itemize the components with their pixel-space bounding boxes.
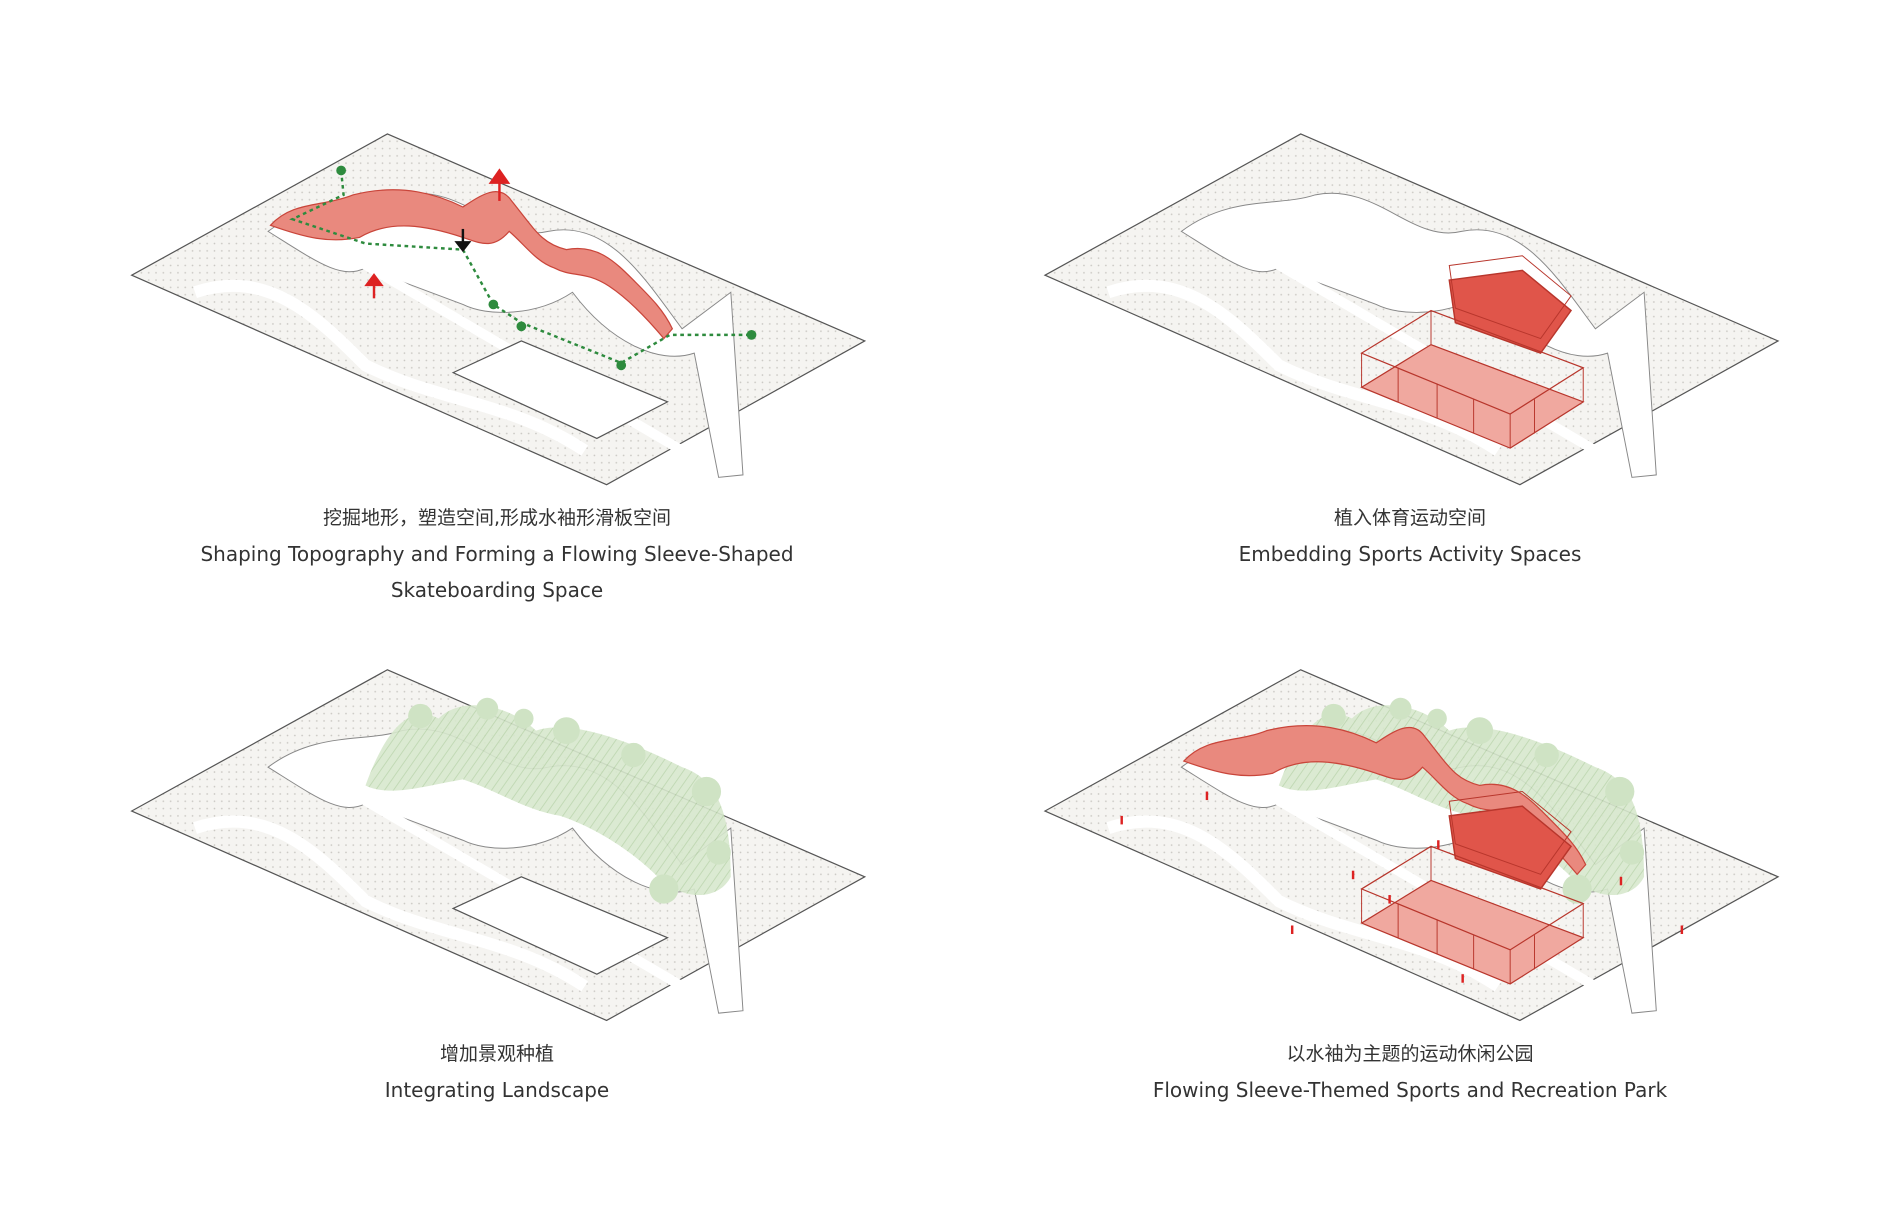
people-markers bbox=[1120, 791, 1684, 983]
panel-topography-diagram bbox=[132, 134, 865, 485]
caption-zh: 以水袖为主题的运动休闲公园 bbox=[1286, 1043, 1534, 1065]
caption-zh: 增加景观种植 bbox=[439, 1043, 554, 1065]
panel-park-diagram bbox=[1045, 670, 1778, 1021]
caption-sports: 植入体育运动空间 Embedding Sports Activity Space… bbox=[1010, 500, 1810, 572]
caption-park: 以水袖为主题的运动休闲公园 Flowing Sleeve-Themed Spor… bbox=[1010, 1036, 1810, 1108]
red-arrow-icon bbox=[364, 168, 511, 299]
black-arrow-icon bbox=[454, 228, 472, 253]
panel-landscape-diagram bbox=[132, 670, 865, 1021]
caption-en: Flowing Sleeve-Themed Sports and Recreat… bbox=[1152, 1078, 1668, 1102]
caption-en: Shaping Topography and Forming a Flowing… bbox=[200, 542, 794, 566]
panel-sports-diagram bbox=[1045, 134, 1778, 485]
caption-en: Integrating Landscape bbox=[384, 1078, 610, 1102]
caption-zh: 植入体育运动空间 bbox=[1333, 507, 1486, 529]
caption-topography: 挖掘地形，塑造空间,形成水袖形滑板空间 Shaping Topography a… bbox=[97, 500, 897, 608]
caption-zh: 挖掘地形，塑造空间,形成水袖形滑板空间 bbox=[322, 507, 672, 529]
caption-en: Embedding Sports Activity Spaces bbox=[1238, 542, 1582, 566]
caption-en-line2: Skateboarding Space bbox=[390, 578, 604, 602]
caption-landscape: 增加景观种植 Integrating Landscape bbox=[97, 1036, 897, 1108]
